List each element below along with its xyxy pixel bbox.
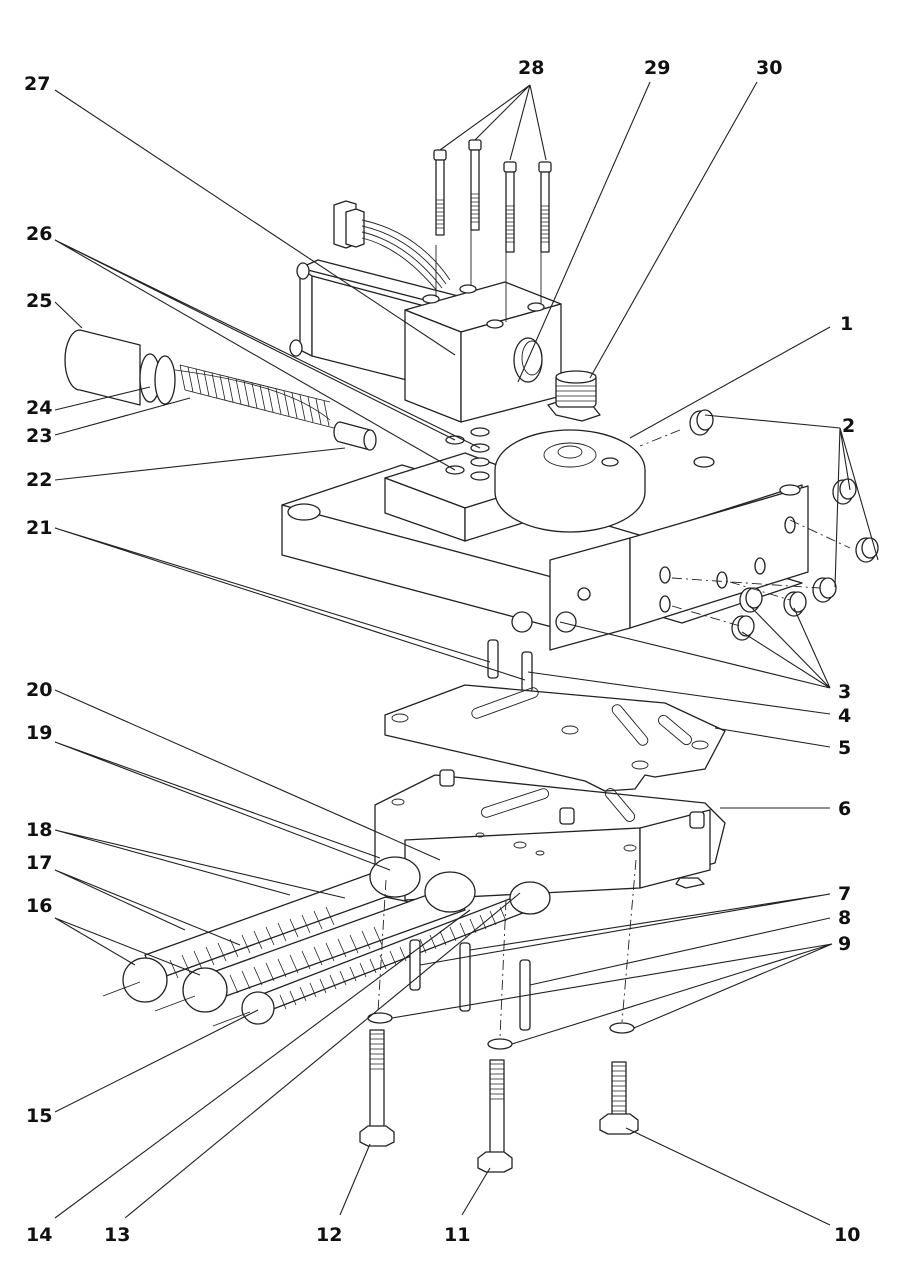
leader-lines [54, 81, 879, 1226]
callout-15: 15 [26, 1105, 52, 1127]
callout-9: 9 [838, 933, 851, 955]
callout-29: 29 [644, 57, 670, 79]
callout-14: 14 [26, 1224, 52, 1246]
callout-6: 6 [838, 798, 851, 820]
callout-30: 30 [756, 57, 782, 79]
solenoid-actuator [289, 200, 562, 423]
callout-10: 10 [834, 1224, 860, 1246]
callout-7: 7 [838, 883, 851, 905]
callout-17: 17 [26, 852, 52, 874]
callout-19: 19 [26, 722, 52, 744]
valve-housing [281, 370, 809, 651]
callout-5: 5 [838, 737, 851, 759]
mounting-screws-28 [433, 139, 552, 322]
callout-27: 27 [24, 73, 50, 95]
callout-25: 25 [26, 290, 52, 312]
callout-3: 3 [838, 681, 851, 703]
callout-22: 22 [26, 469, 52, 491]
callout-13: 13 [104, 1224, 130, 1246]
callout-labels: 27 28 29 30 26 25 1 24 2 23 22 21 3 20 4… [24, 57, 860, 1246]
callout-16: 16 [26, 895, 52, 917]
callout-28: 28 [518, 57, 544, 79]
pins-7-8 [409, 939, 531, 1031]
callout-8: 8 [838, 907, 851, 929]
callout-18: 18 [26, 819, 52, 841]
callout-11: 11 [444, 1224, 470, 1246]
callout-2: 2 [842, 415, 855, 437]
callout-23: 23 [26, 425, 52, 447]
callout-24: 24 [26, 397, 52, 419]
callout-26: 26 [26, 223, 52, 245]
bolts-and-washers [359, 859, 639, 1173]
separator-plate-5 [384, 684, 726, 792]
plunger-assembly [64, 329, 377, 451]
callout-4: 4 [838, 705, 851, 727]
valve-spools-and-springs [102, 856, 551, 1027]
callout-1: 1 [840, 313, 853, 335]
callout-21: 21 [26, 517, 52, 539]
callout-12: 12 [316, 1224, 342, 1246]
callout-20: 20 [26, 679, 52, 701]
